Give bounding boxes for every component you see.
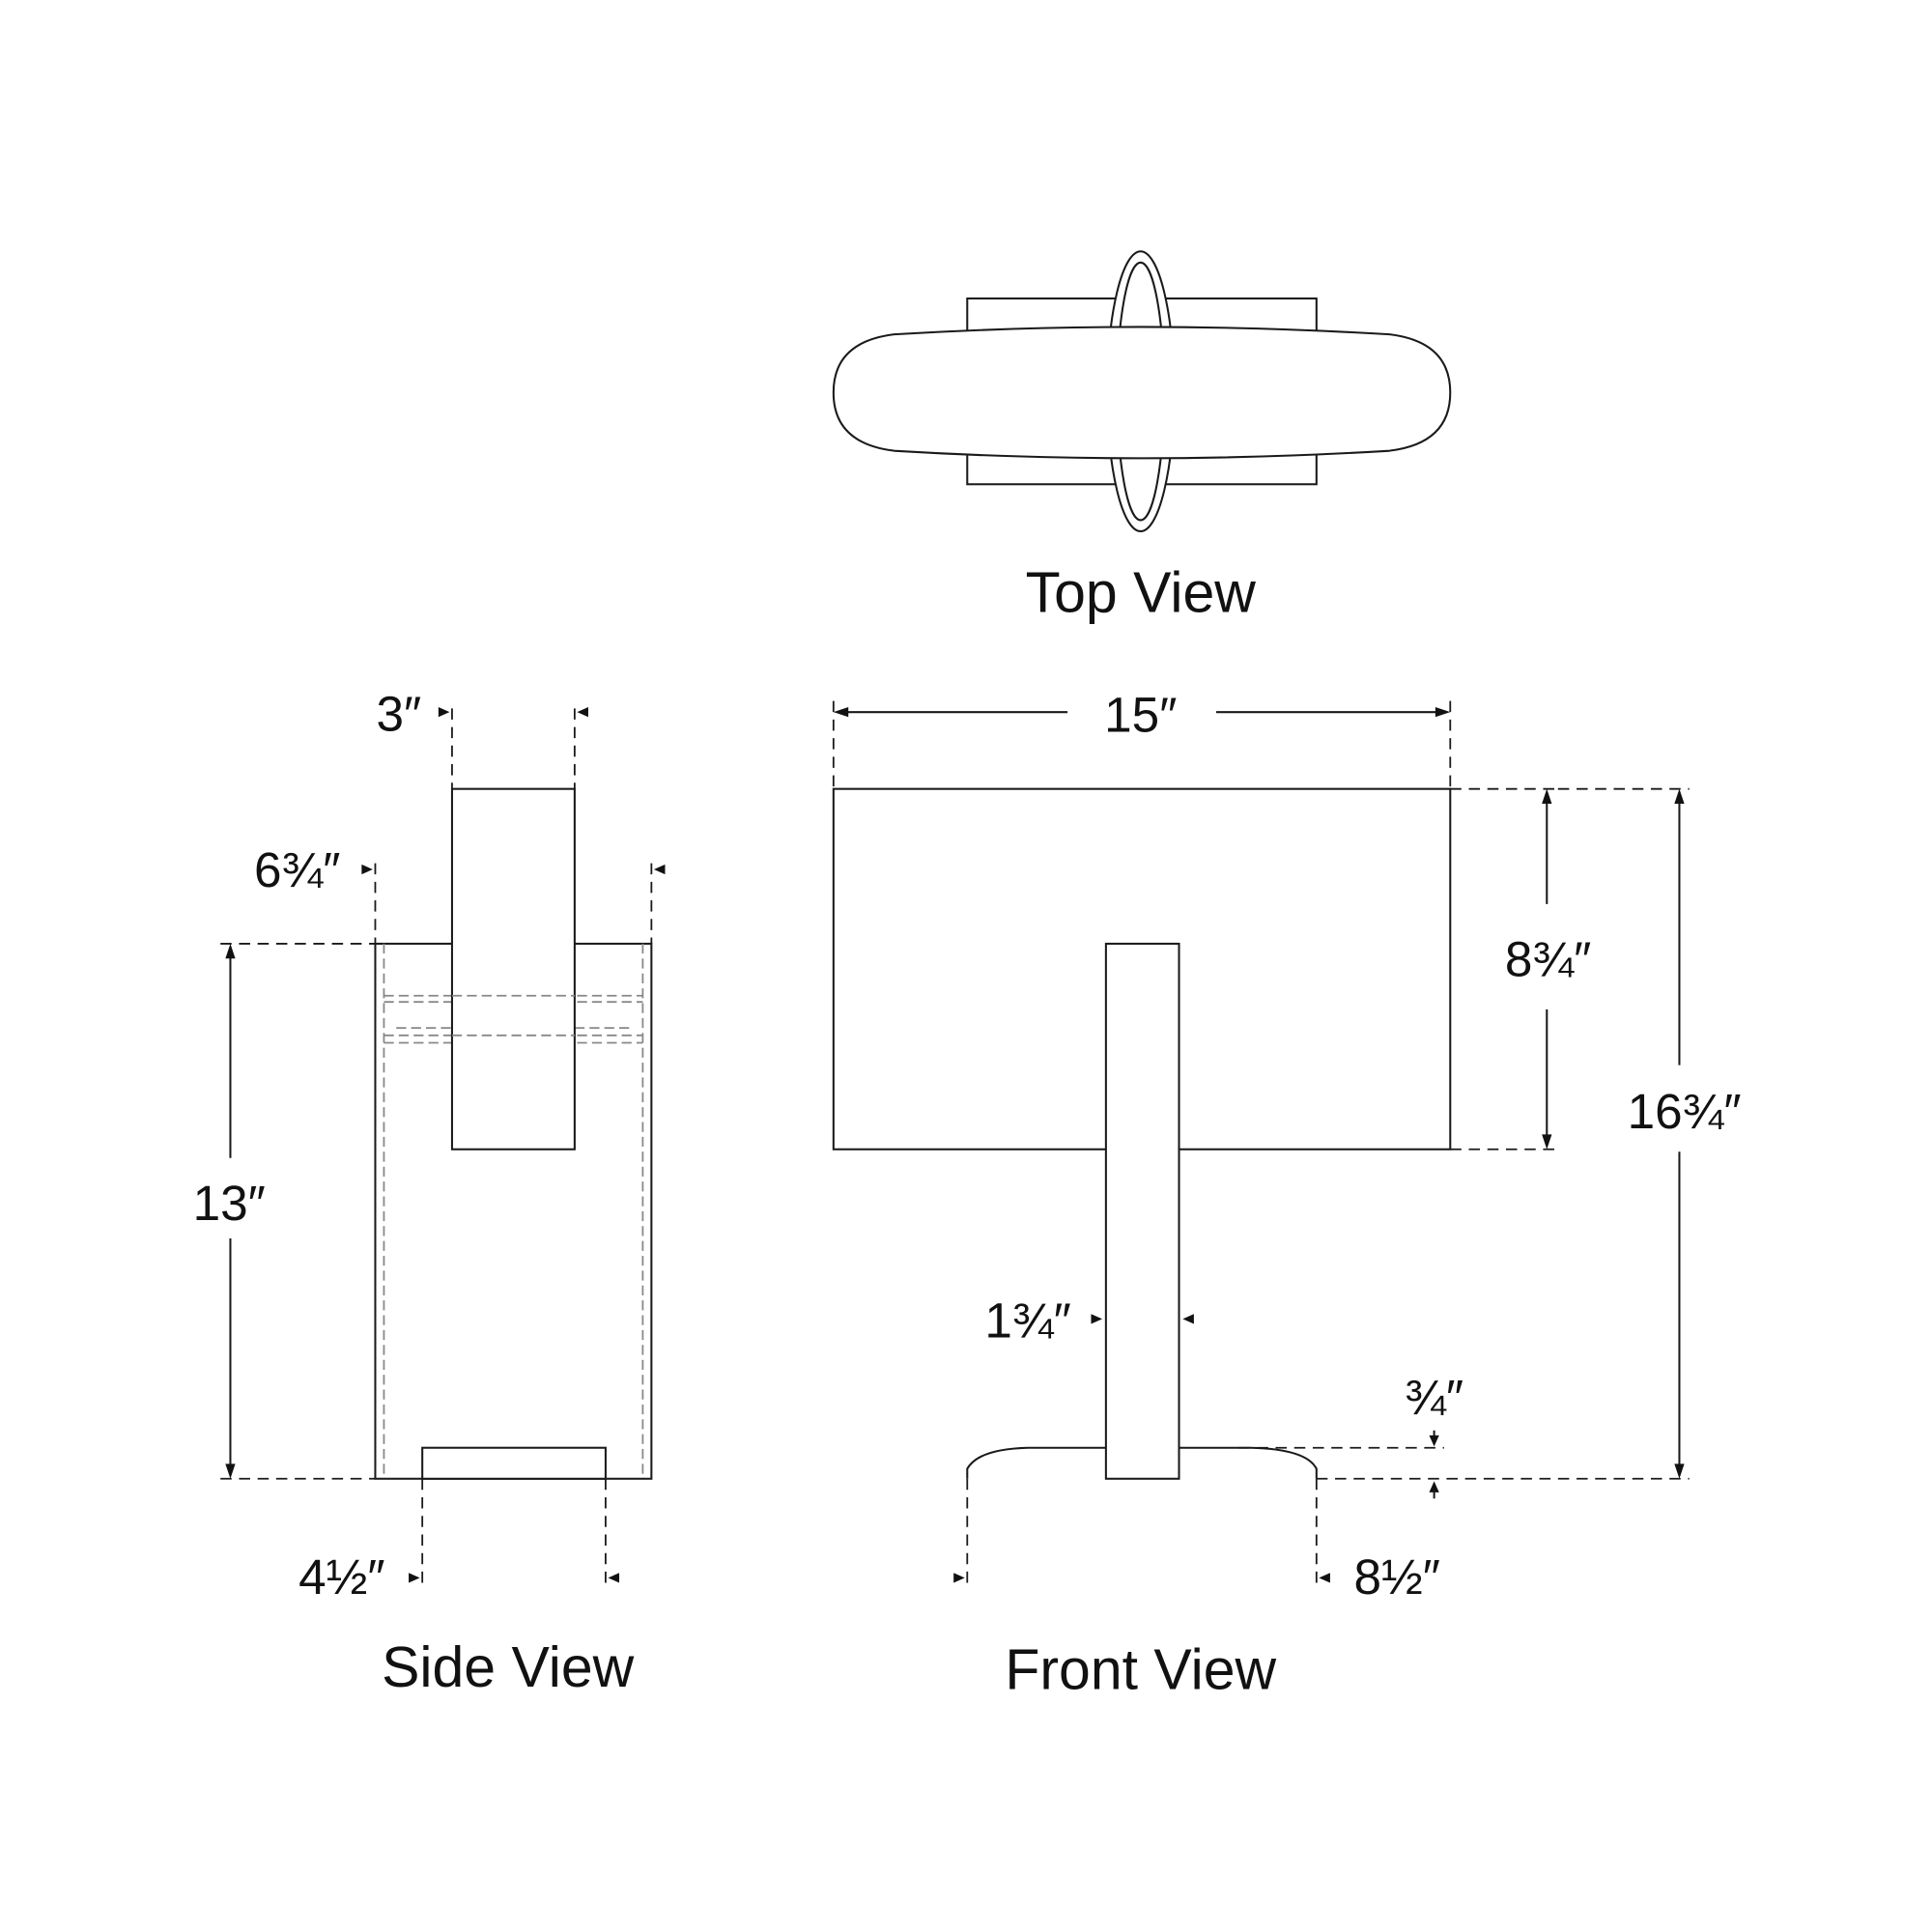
- dim-front-width: 15″: [1104, 688, 1177, 743]
- dim-side-depth: 6¾″: [254, 842, 340, 897]
- side-view: 3″ 6¾″ 13″ 4½″ Side View: [193, 686, 666, 1699]
- dim-front-stem-width: 1¾″: [984, 1293, 1070, 1349]
- dim-side-height: 13″: [193, 1176, 266, 1231]
- side-backplate: [450, 787, 576, 1151]
- side-view-label: Side View: [382, 1636, 635, 1699]
- dim-front-base-height: ¾″: [1405, 1370, 1463, 1425]
- top-view: Top View: [832, 250, 1452, 624]
- front-stem: [1104, 942, 1180, 1480]
- front-view-label: Front View: [1005, 1639, 1276, 1702]
- top-view-label: Top View: [1026, 561, 1257, 624]
- dim-side-plate-width: 3″: [376, 686, 421, 741]
- dim-side-base-width: 4½″: [298, 1549, 384, 1605]
- front-view: 15″ 8¾″ 16¾″ 1¾″ ¾″ 8½″ Front View: [832, 688, 1742, 1702]
- dim-front-base-width: 8½″: [1353, 1549, 1439, 1605]
- side-base: [421, 1446, 607, 1480]
- dim-front-overall-height: 16¾″: [1628, 1084, 1742, 1139]
- top-shade: [832, 326, 1452, 460]
- dim-front-shade-height: 8¾″: [1505, 931, 1591, 986]
